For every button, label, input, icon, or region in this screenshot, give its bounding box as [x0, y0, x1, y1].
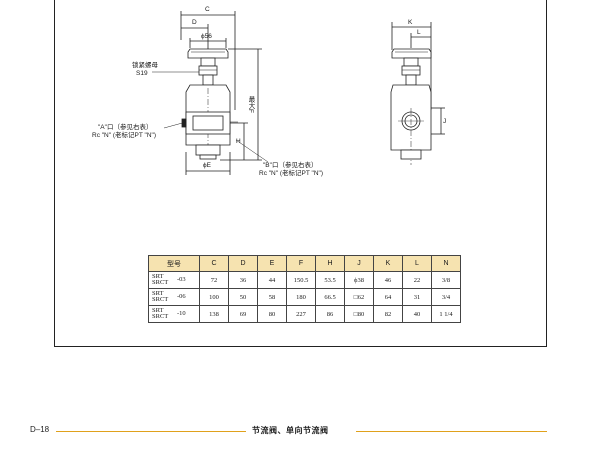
table-cell: 138 [199, 305, 229, 323]
model-cell: SRT SRCT -03 [148, 271, 200, 289]
table-cell: 31 [402, 288, 432, 306]
table-header-cell: D [228, 255, 258, 272]
model-name: SRT [152, 289, 164, 297]
table-cell: 36 [228, 271, 258, 289]
table-cell: 82 [373, 305, 403, 323]
table-header-cell: L [402, 255, 432, 272]
model-cell: SRT SRCT -10 [148, 305, 200, 323]
port-b-thread-label: Rc "N" (老标记PT "N") [259, 170, 323, 177]
table-cell: 50 [228, 288, 258, 306]
table-cell: 150.5 [286, 271, 316, 289]
technical-drawing [152, 11, 445, 175]
table-row: SRT SRCT -10 138 69 80 227 86 □80 82 40 … [148, 305, 461, 323]
table-header-cell: J [344, 255, 374, 272]
table-cell: 58 [257, 288, 287, 306]
table-cell: 66.5 [315, 288, 345, 306]
page-footer: D–18 节流阀、单向节流阀 [0, 424, 613, 438]
port-a-thread-label: Rc "N" (老标记PT "N") [92, 132, 156, 139]
table-cell: 86 [315, 305, 345, 323]
table-row: SRT SRCT -03 72 36 44 150.5 53.5 ϕ38 46 … [148, 271, 461, 289]
table-cell: 180 [286, 288, 316, 306]
table-header-cell: K [373, 255, 403, 272]
table-cell: 40 [402, 305, 432, 323]
table-header-cell: H [315, 255, 345, 272]
table-header-cell: F [286, 255, 316, 272]
model-suffix: -03 [177, 276, 186, 283]
table-cell: 44 [257, 271, 287, 289]
table-cell: 227 [286, 305, 316, 323]
table-cell: 64 [373, 288, 403, 306]
lock-nut-label: 锁紧螺母 [132, 62, 158, 69]
dim-max-f-label: 最大F [247, 96, 254, 113]
table-header-cell: 型号 [148, 255, 200, 272]
dim-phie-label: ϕE [203, 162, 211, 169]
dim-c-label: C [205, 6, 210, 13]
port-b-label: "B"口（参见右表） [263, 162, 318, 169]
footer-rule-left [56, 431, 246, 433]
table-cell: 1 1/4 [431, 305, 461, 323]
table-cell: 100 [199, 288, 229, 306]
table-header-cell: C [199, 255, 229, 272]
table-header-row: 型号 C D E F H J K L N [148, 255, 461, 272]
drawing-frame [54, 0, 547, 347]
port-a-label: "A"口（参见右表） [98, 124, 153, 131]
model-name: SRCT [152, 313, 169, 320]
table-cell: 3/4 [431, 288, 461, 306]
footer-title: 节流阀、单向节流阀 [252, 426, 329, 435]
table-cell: ϕ38 [344, 271, 374, 289]
page-number: D–18 [30, 425, 50, 434]
model-cell: SRT SRCT -06 [148, 288, 200, 306]
model-suffix: -10 [177, 310, 186, 317]
model-name: SRCT [152, 296, 169, 303]
table-cell: 72 [199, 271, 229, 289]
table-cell: □80 [344, 305, 374, 323]
table-cell: 3/8 [431, 271, 461, 289]
table-row: SRT SRCT -06 100 50 58 180 66.5 □62 64 3… [148, 288, 461, 306]
footer-rule-right [356, 431, 547, 433]
table-cell: 22 [402, 271, 432, 289]
dim-h-label: H [236, 138, 241, 145]
table-header-cell: E [257, 255, 287, 272]
model-suffix: -06 [177, 293, 186, 300]
model-name: SRCT [152, 279, 169, 286]
table-cell: 80 [257, 305, 287, 323]
table-cell: 46 [373, 271, 403, 289]
lock-size-label: S19 [136, 70, 148, 77]
table-cell: 69 [228, 305, 258, 323]
dimension-table: 型号 C D E F H J K L N SRT SRCT -03 72 36 … [148, 255, 461, 323]
dim-phi56-label: ϕ56 [201, 33, 212, 40]
model-name: SRT [152, 272, 164, 280]
table-cell: 53.5 [315, 271, 345, 289]
dim-l-label: L [417, 29, 421, 36]
dim-k-label: K [408, 19, 413, 26]
table-header-cell: N [431, 255, 461, 272]
dim-j-label: J [443, 118, 447, 125]
dim-d-label: D [192, 19, 197, 26]
table-cell: □62 [344, 288, 374, 306]
model-name: SRT [152, 306, 164, 314]
